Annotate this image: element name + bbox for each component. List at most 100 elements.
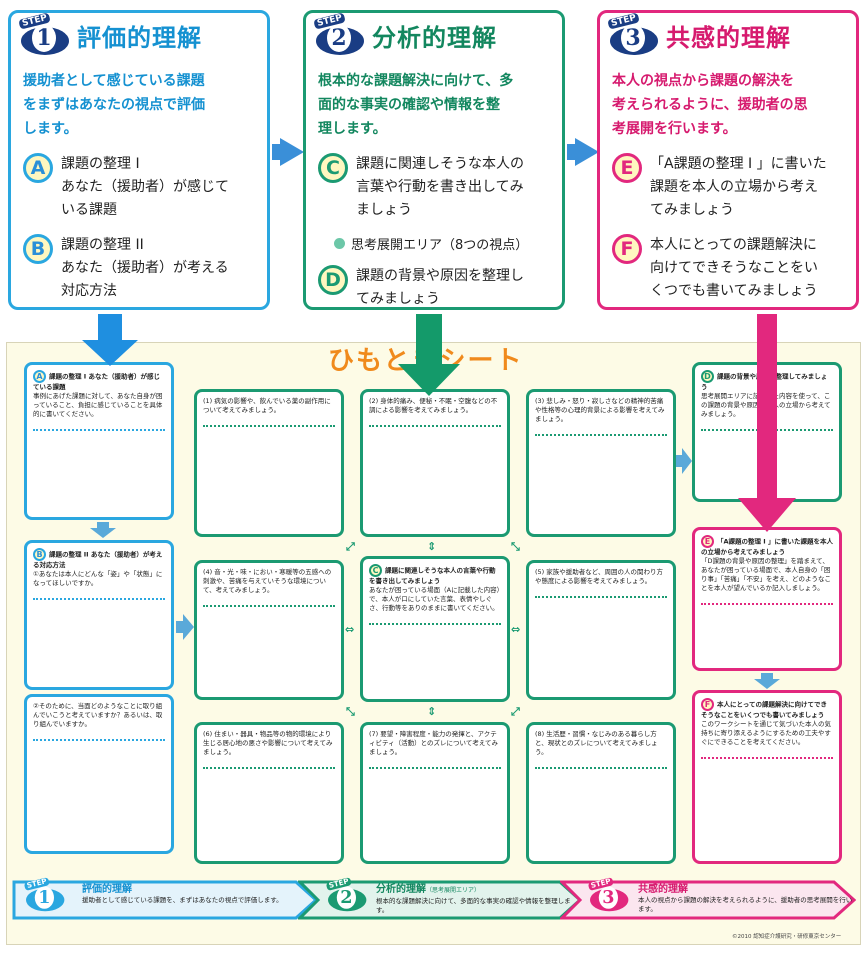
bottom-step2-number: 2: [336, 886, 356, 909]
writing-line: [535, 767, 667, 769]
writing-line: [203, 605, 335, 607]
item-f-line: くつでも書いてみましょう: [650, 283, 818, 299]
arrow-a-to-b-icon: [90, 522, 116, 538]
step1-desc-line: します。: [23, 121, 78, 137]
perspective-box-3: (3) 悲しみ・怒り・寂しさなどの精神的苦痛や性格等の心理的背景による影響を考え…: [526, 389, 676, 537]
item-b-line: 課題の整理 II: [61, 237, 144, 253]
item-e-line: 課題を本人の立場から考え: [650, 179, 818, 195]
item-c-line: 言葉や行動を書き出してみ: [356, 179, 524, 195]
writing-line: [701, 757, 833, 759]
item-e-line: 「A課題の整理 I 」に書いた: [650, 156, 827, 172]
writing-line: [369, 425, 501, 427]
perspective-2-text: (2) 身体的痛み、便秘・不眠・空腹などの不調による影響を考えてみましょう。: [369, 397, 498, 414]
bottom-step2: 2 STEP 分析的理解（思考展開エリア） 根本的な課題解決に向けて、多面的な事…: [298, 876, 582, 924]
copyright-text: ©2010 認知症介護研究・研修東京センター: [732, 934, 842, 940]
step3-header: 3 STEP 共感的理解: [607, 12, 844, 63]
item-b: B 課題の整理 II あなた（援助者）が考える 対応方法: [23, 234, 255, 303]
letter-b-icon: B: [23, 234, 53, 264]
box-f-body: このワークシートを通じて気づいた本人の気持ちに寄り添えるようにするための工夫やす…: [701, 720, 831, 746]
writing-line: [701, 603, 833, 605]
box-e-body: 「D課題の背景や原因の整理」を踏まえて、あなたが困っている場面で、本人自身の「困…: [701, 557, 831, 592]
sheet-box-e: E「A課題の整理 I 」に書いた課題を本人の立場から考えてみましょう 「D課題の…: [692, 527, 842, 671]
item-d-line: てみましょう: [356, 291, 440, 307]
perspective-4-text: (4) 音・光・味・におい・寒暖等の五感への刺激や、苦痛を与えていそうな環境につ…: [203, 568, 332, 594]
item-a: A 課題の整理 I あなた（援助者）が感じて いる課題: [23, 153, 255, 222]
bottom-step3-number: 3: [598, 886, 618, 909]
box-e-title: 「A課題の整理 I 」に書いた課題を本人の立場から考えてみましょう: [701, 537, 833, 557]
bottom-step3-title: 共感的理解: [638, 884, 688, 895]
bottom-step1-body: 援助者として感じている課題を、まずはあなたの視点で評価します。: [82, 896, 283, 904]
item-f-line: 本人にとっての課題解決に: [650, 237, 817, 253]
arrow-e-to-f-icon: [754, 673, 780, 689]
perspective-box-7: (7) 要望・障害程度・能力の発揮と、アクティビティ（活動）とのズレについて考え…: [360, 722, 510, 864]
letter-d-icon: D: [701, 370, 714, 383]
step3-panel: 3 STEP 共感的理解 本人の視点から課題の解決を 考えられるように、援助者の…: [597, 10, 859, 310]
sheet-box-b2: ②そのために、当面どのようなことに取り組んでいこうと考えていますか？あるいは、取…: [24, 694, 174, 854]
bottom-step1-arrow-icon: [12, 880, 319, 920]
perspective-box-6: (6) 住まい・器具・物品等の物的環境により生じる居心地の悪さや影響について考え…: [194, 722, 344, 864]
perspective-8-text: (8) 生活歴・習慣・なじみのある暮らし方と、現状とのズレについて考えてみましょ…: [535, 730, 658, 756]
step1-header: 1 STEP 評価的理解: [18, 12, 255, 63]
bottom-step3: 3 STEP 共感的理解 本人の視点から課題の解決を考えられるように、援助者の思…: [560, 876, 856, 924]
step2-badge: 2 STEP: [313, 12, 364, 55]
arrow-center-to-d-icon: [676, 448, 692, 474]
bottom-step1: 1 STEP 評価的理解 援助者として感じている課題を、まずはあなたの視点で評価…: [12, 876, 320, 924]
letter-d-icon: D: [318, 265, 348, 295]
writing-line: [33, 598, 165, 600]
letter-e-icon: E: [612, 153, 642, 183]
writing-line: [33, 429, 165, 431]
connector-horizontal-icon: ⇔: [345, 623, 355, 636]
step1-panel: 1 STEP 評価的理解 援助者として感じている課題 をまずはあなたの視点で評価…: [8, 10, 270, 310]
item-f-line: 向けてできそうなことをい: [650, 260, 818, 276]
step2-description: 根本的な課題解決に向けて、多 面的な事実の確認や情報を整 理します。: [318, 69, 550, 141]
bottom-step2-body: 根本的な課題解決に向けて、多面的な事実の確認や情報を整理します。: [376, 897, 571, 914]
step2-panel: 2 STEP 分析的理解 根本的な課題解決に向けて、多 面的な事実の確認や情報を…: [303, 10, 565, 310]
writing-line: [33, 739, 165, 741]
writing-line: [369, 767, 501, 769]
step3-desc-line: 考展開を行います。: [612, 121, 737, 137]
step1-desc-line: をまずはあなたの視点で評価: [23, 97, 205, 113]
writing-line: [535, 434, 667, 436]
step3-desc-line: 考えられるように、援助者の思: [612, 97, 808, 113]
perspective-7-text: (7) 要望・障害程度・能力の発揮と、アクティビティ（活動）とのズレについて考え…: [369, 730, 499, 756]
arrow-step2-to-step3-icon: [575, 138, 599, 166]
bottom-step3-body: 本人の視点から課題の解決を考えられるように、援助者の思考展開を行います。: [638, 896, 853, 913]
box-b-title: 課題の整理 II あなた（援助者）が考える対応方法: [33, 550, 163, 570]
perspective-1-text: (1) 病気の影響や、飲んでいる薬の副作用について考えてみましょう。: [203, 397, 331, 414]
step3-badge: 3 STEP: [607, 12, 658, 55]
thinking-area-note: 思考展開エリア（8つの視点）: [334, 234, 550, 253]
bottom-step3-arrow-icon: [560, 880, 856, 920]
box-f-title: 本人にとっての課題解決に向けてできそうなことをいくつでも書いてみましょう: [701, 700, 827, 720]
item-d-line: 課題の背景や原因を整理し: [356, 268, 524, 284]
letter-c-icon: C: [369, 564, 382, 577]
item-a-line: 課題の整理 I: [61, 156, 140, 172]
item-c: C 課題に関連しそうな本人の 言葉や行動を書き出してみ ましょう: [318, 153, 550, 222]
item-e: E 「A課題の整理 I 」に書いた 課題を本人の立場から考え てみましょう: [612, 153, 844, 222]
step3-number: 3: [621, 24, 645, 52]
item-f: F 本人にとっての課題解決に 向けてできそうなことをい くつでも書いてみましょう: [612, 234, 844, 303]
letter-f-icon: F: [612, 234, 642, 264]
writing-line: [203, 767, 335, 769]
item-c-line: ましょう: [356, 202, 412, 218]
step3-title: 共感的理解: [666, 24, 791, 52]
step2-desc-line: 面的な事実の確認や情報を整: [318, 97, 500, 113]
letter-e-icon: E: [701, 535, 714, 548]
arrow-left-to-center-icon: [176, 614, 194, 640]
item-a-line: いる課題: [61, 202, 117, 218]
step2-desc-line: 理します。: [318, 121, 387, 137]
perspective-box-8: (8) 生活歴・習慣・なじみのある暮らし方と、現状とのズレについて考えてみましょ…: [526, 722, 676, 864]
connector-diagonal-icon: ⤢: [346, 540, 355, 553]
step1-description: 援助者として感じている課題 をまずはあなたの視点で評価 します。: [23, 69, 255, 141]
perspective-box-2: (2) 身体的痛み、便秘・不眠・空腹などの不調による影響を考えてみましょう。: [360, 389, 510, 537]
writing-line: [369, 623, 501, 625]
box-b-body: ①あなたは本人にどんな「姿」や「状態」になってほしいですか。: [33, 570, 163, 587]
writing-line: [203, 425, 335, 427]
item-b-line: 対応方法: [61, 283, 117, 299]
step2-header: 2 STEP 分析的理解: [313, 12, 550, 63]
item-d: D 課題の背景や原因を整理し てみましょう: [318, 265, 550, 311]
box-c-body: あなたが困っている場面（Aに記載した内容）で、本人が口にしていた言葉、表情やしぐ…: [369, 586, 500, 612]
step1-desc-line: 援助者として感じている課題: [23, 73, 205, 89]
